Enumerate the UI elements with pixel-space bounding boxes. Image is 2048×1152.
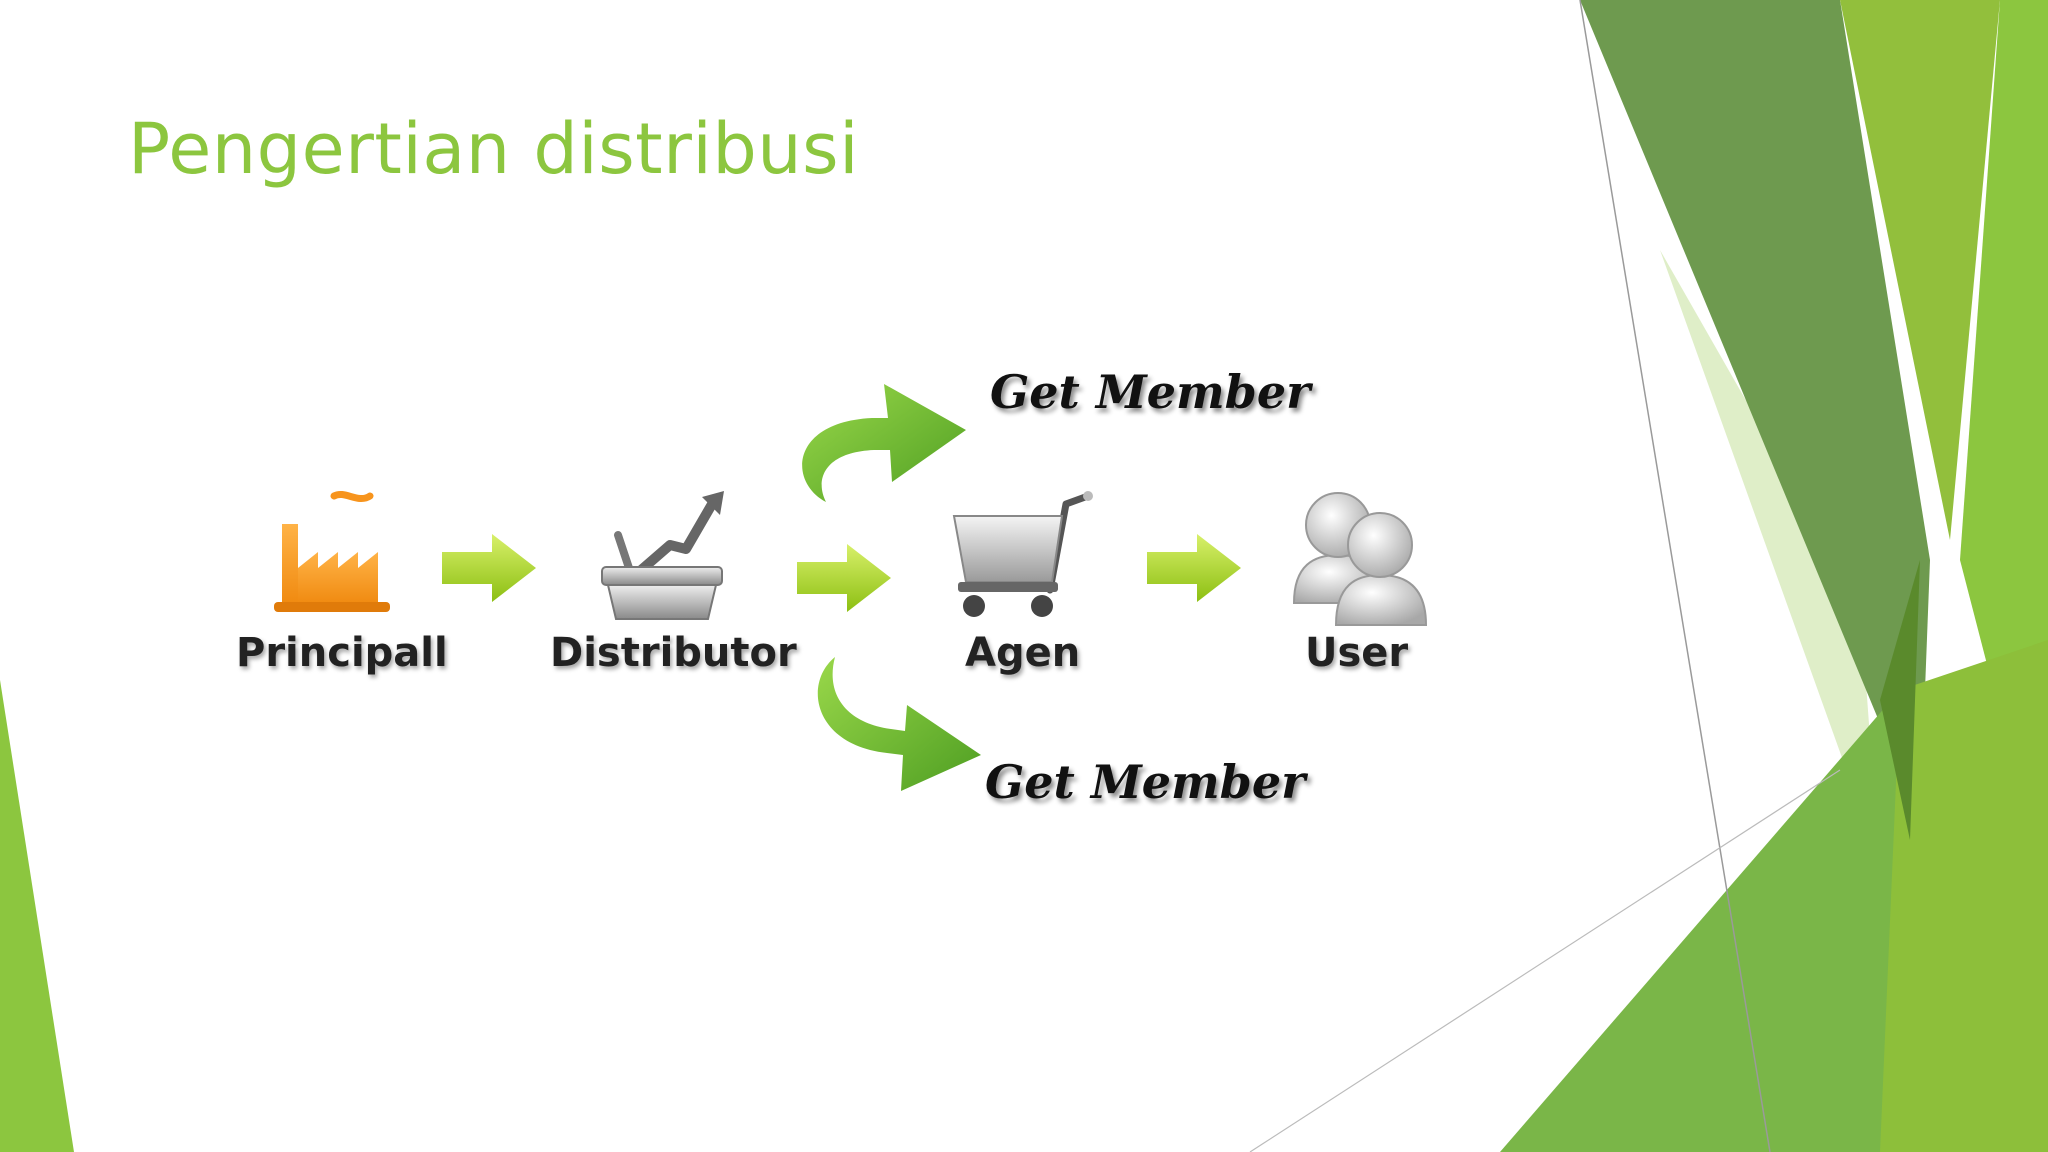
node-label-principal: Principall [236,630,448,676]
node-label-distributor: Distributor [550,630,797,676]
deco-thin-line-2 [1249,769,1841,1152]
shopping-cart-icon [952,491,1093,617]
factory-icon [274,491,390,612]
basket-growth-icon [601,491,724,620]
branch-label-top: Get Member [990,365,1311,419]
deco-accent-panel [1500,690,1900,1152]
node-label-agen: Agen [965,630,1081,676]
curved-arrow-up-icon [802,384,966,502]
deco-shade-panel [1880,560,1920,840]
users-icon [1292,492,1428,626]
deco-thin-line-1 [1579,0,1771,1152]
distribution-diagram: Principall Distributor Agen User Get Mem… [210,340,1480,840]
arrow-right-icon [797,544,891,612]
node-label-user: User [1305,630,1409,676]
arrow-right-icon [442,534,536,602]
deco-mid-panel [1580,0,1930,820]
branch-label-bottom: Get Member [985,755,1306,809]
deco-left-sliver [0,680,74,1152]
deco-bright-panel [1840,0,2000,540]
arrow-right-icon [1147,534,1241,602]
curved-arrow-down-icon [817,657,981,791]
slide-title: Pengertian distribusi [128,108,860,190]
